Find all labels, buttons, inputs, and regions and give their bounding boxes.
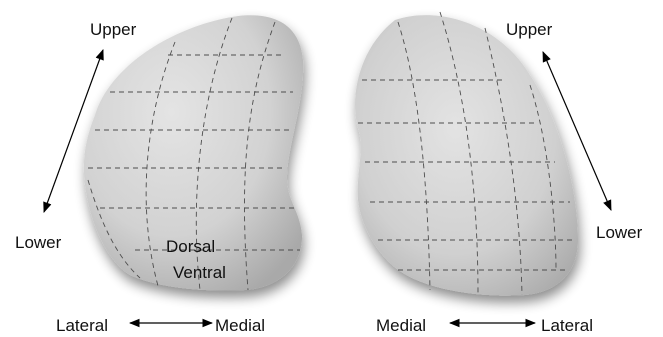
left-medial-label: Medial [215, 316, 265, 335]
right-medial-label: Medial [376, 316, 426, 335]
right-horizontal-axis: Medial Lateral [376, 316, 593, 335]
left-specimen: Dorsal Ventral [84, 15, 303, 290]
left-horizontal-axis: Lateral Medial [56, 316, 265, 335]
right-upper-label: Upper [506, 20, 553, 39]
right-lower-label: Lower [596, 223, 643, 242]
dorsal-label: Dorsal [166, 237, 215, 256]
left-lateral-label: Lateral [56, 316, 108, 335]
right-specimen-shape [355, 15, 578, 295]
right-lateral-label: Lateral [541, 316, 593, 335]
ventral-label: Ventral [173, 263, 226, 282]
left-upper-label: Upper [90, 20, 137, 39]
left-lower-label: Lower [15, 233, 62, 252]
